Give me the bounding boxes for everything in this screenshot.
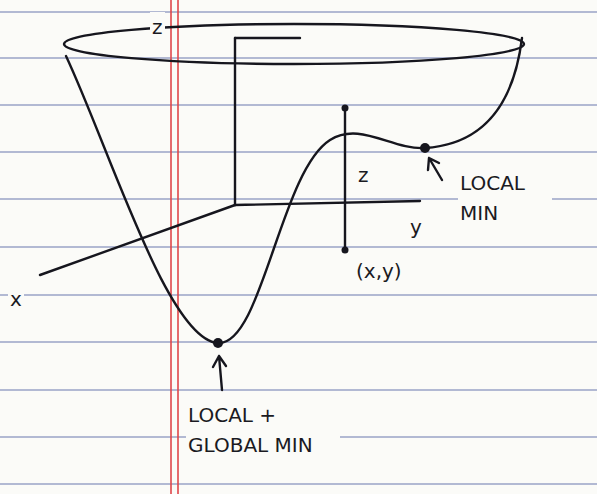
ruled-lines — [0, 12, 597, 484]
axis-label: y — [408, 212, 424, 242]
pointer-arrow — [213, 356, 226, 390]
z-axis — [234, 38, 236, 205]
surface-rim — [64, 24, 524, 64]
y-axis — [235, 201, 420, 205]
points — [213, 105, 430, 349]
axis-label: z — [356, 160, 371, 190]
x-axis — [40, 205, 235, 275]
callout-note: LOCAL + GLOBAL MIN — [186, 400, 340, 460]
point — [342, 105, 349, 112]
surface-sketch — [40, 24, 524, 390]
minimum-dot — [213, 338, 223, 348]
surface-profile — [66, 38, 522, 343]
height-line — [344, 108, 346, 250]
minimum-dot — [420, 143, 430, 153]
axis-label: x — [8, 284, 24, 314]
axis-label: z — [150, 12, 165, 42]
point — [342, 247, 349, 254]
pointer-arrow — [428, 158, 442, 180]
callout-note: LOCAL MIN — [458, 168, 552, 228]
axis-top — [235, 37, 300, 39]
margin-lines — [171, 0, 178, 494]
point-label: (x,y) — [354, 256, 404, 286]
